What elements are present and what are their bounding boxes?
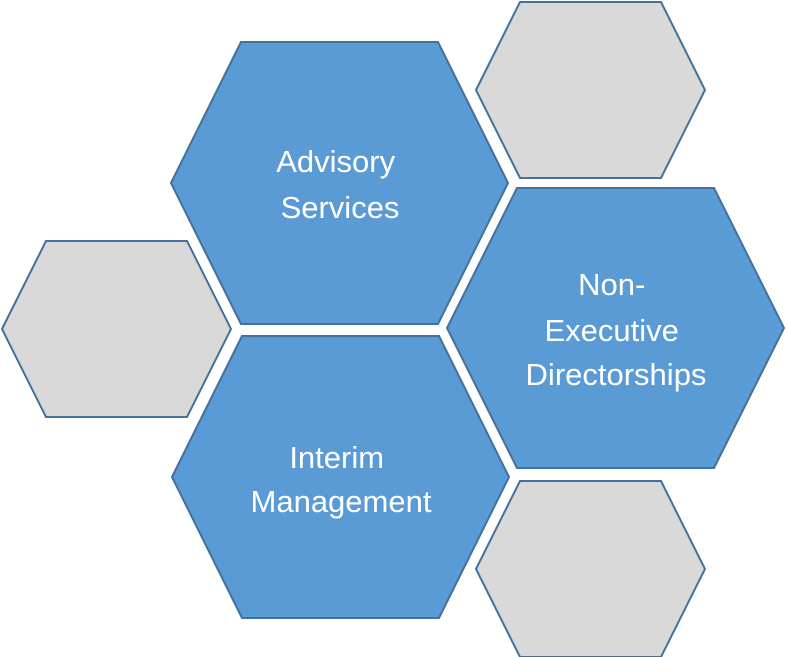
interim-management-label: Interim Management xyxy=(251,440,432,519)
advisory-services-hexagon xyxy=(169,41,510,325)
advisory-services-label: Advisory Services xyxy=(276,144,404,225)
non-executive-directorships-label: Non- Executive Directorships xyxy=(526,267,707,392)
interim-management-hexagon xyxy=(170,335,511,619)
blank-hexagon-bottom-right xyxy=(474,480,707,657)
non-executive-directorships-hexagon xyxy=(445,187,786,469)
blank-hexagon-top-right xyxy=(474,1,707,179)
blank-hexagon-left xyxy=(0,240,233,418)
